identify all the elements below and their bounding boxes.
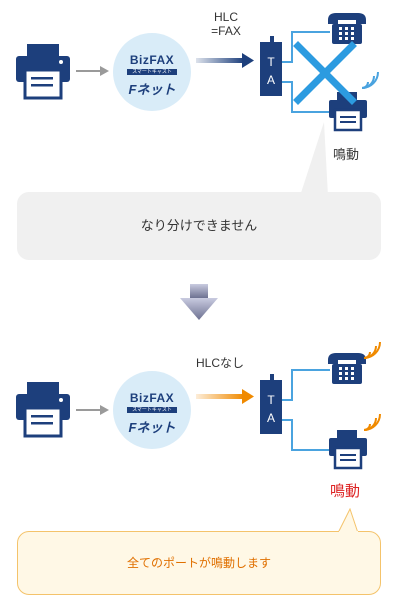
- logo-fnet-text: Fネット: [128, 420, 176, 435]
- logo-fnet-text: Fネット: [128, 82, 176, 97]
- logo-biz-text: BizFAX: [129, 53, 175, 67]
- hlc-fax-label: HLC =FAX: [208, 10, 244, 38]
- arrow-icon: [76, 66, 109, 76]
- ring-label: 鳴動: [330, 483, 361, 500]
- svg-text:T: T: [267, 55, 275, 69]
- cross-icon: [293, 41, 357, 105]
- arrow-icon: [196, 53, 254, 68]
- message-text: 全てのポートが鳴動します: [126, 556, 271, 570]
- connection-lines: [282, 369, 330, 451]
- ring-waves-icon: [363, 413, 381, 431]
- logo-sub-text: スマートキャスト: [127, 69, 177, 75]
- message-bubble: 全てのポートが鳴動します: [17, 531, 381, 595]
- hlc-line2: =FAX: [211, 24, 241, 38]
- bizfax-logo: BizFAX スマートキャスト Fネット: [113, 371, 191, 449]
- printer-icon: [16, 382, 70, 438]
- ta-device-icon: T A: [260, 374, 282, 434]
- message-text: なり分けできません: [140, 218, 258, 233]
- svg-text:A: A: [267, 411, 275, 425]
- bubble-tail-seam: [339, 531, 358, 533]
- ring-label: 鳴動: [333, 147, 360, 162]
- ring-waves-icon: [363, 341, 381, 359]
- telephone-icon: [328, 353, 366, 384]
- ta-device-icon: T A: [260, 36, 282, 96]
- svg-text:T: T: [267, 393, 275, 407]
- bubble-tail: [300, 122, 328, 196]
- hlc-none-label: HLCなし: [196, 356, 245, 370]
- connection-lines: [282, 31, 330, 113]
- hlc-line1: HLC: [213, 10, 238, 24]
- logo-biz-text: BizFAX: [129, 391, 175, 405]
- printer-icon: [16, 44, 70, 100]
- arrow-icon: [196, 389, 254, 404]
- svg-text:A: A: [267, 73, 275, 87]
- down-arrow-icon: [180, 284, 218, 320]
- ring-waves-icon: [361, 71, 379, 89]
- telephone-icon: [328, 13, 366, 44]
- logo-sub-text: スマートキャスト: [127, 407, 177, 413]
- message-bubble: なり分けできません: [17, 192, 381, 260]
- bizfax-logo: BizFAX スマートキャスト Fネット: [113, 33, 191, 111]
- arrow-icon: [76, 405, 109, 415]
- fax-icon: [329, 430, 367, 470]
